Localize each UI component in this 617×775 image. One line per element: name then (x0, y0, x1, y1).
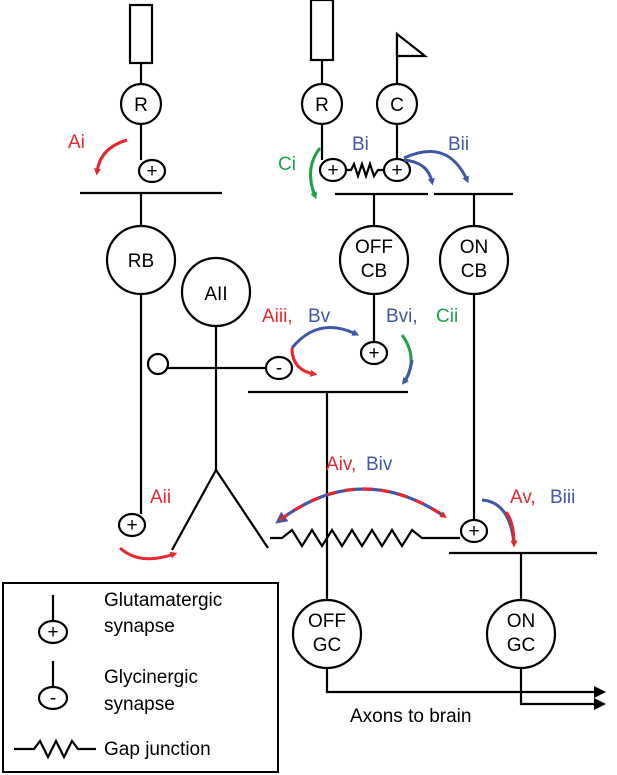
rod-left-label: R (134, 95, 148, 116)
rod-outer-segment (128, 3, 154, 65)
legend-gap-junction-label: Gap junction (104, 739, 211, 760)
on-gc-axon (519, 668, 606, 710)
aii-amacrine: AII - (146, 256, 294, 551)
label-ai: Ai (68, 132, 85, 153)
label-bii: Bii (448, 134, 469, 155)
arrow-aiii (290, 347, 318, 377)
on-cb-label-1: ON (460, 237, 489, 258)
synapse-sign: + (146, 161, 157, 182)
label-biv: Biv (366, 454, 393, 475)
off-cb-label-2: CB (361, 261, 387, 282)
arrow-av (504, 511, 518, 548)
label-bvi: Bvi, (386, 306, 418, 327)
legend-glutamatergic-line1: Glutamatergic (104, 590, 222, 611)
arrow-aiv-biv (275, 487, 447, 524)
glutamatergic-synapse (137, 158, 167, 184)
glycinergic-synapse (264, 355, 294, 381)
synapse-sign: + (327, 160, 338, 181)
label-aiii: Aiii, (262, 306, 293, 327)
axons-label: Axons to brain (350, 706, 471, 727)
rod-left: R + (119, 3, 167, 184)
legend-glycinergic-line1: Glycinergic (104, 667, 198, 688)
label-av: Av, (510, 487, 536, 508)
glutamatergic-synapse (459, 518, 489, 544)
arrow-bii (403, 150, 469, 184)
label-bv: Bv (308, 306, 331, 327)
arrow-aii (118, 546, 178, 561)
synapse-sign: + (468, 521, 479, 542)
label-ci: Ci (278, 154, 296, 175)
synapse-sign: + (47, 622, 58, 643)
label-bi: Bi (352, 134, 369, 155)
arrow-bvi (401, 359, 414, 385)
gap-junction (270, 527, 460, 549)
legend-glycinergic-line2: synapse (104, 694, 175, 715)
on-cb-label-2: CB (461, 261, 487, 282)
legend-glutamatergic-symbol (37, 619, 69, 645)
on-gc-label-1: ON (507, 611, 536, 632)
label-aii: Aii (150, 487, 171, 508)
arrow-bv (290, 326, 360, 349)
legend: + Glutamatergic synapse - Glycinergic sy… (2, 582, 279, 773)
label-aiv: Aiv, (326, 454, 356, 475)
synapse-sign: + (368, 343, 379, 364)
synapse-sign: + (391, 160, 402, 181)
arrow-ci (309, 147, 322, 200)
off-gc-label-1: OFF (308, 611, 346, 632)
synapse-sign: + (126, 515, 137, 536)
glutamatergic-synapse (359, 340, 389, 366)
on-gc-label-2: GC (507, 635, 536, 656)
gap-junction (346, 160, 384, 180)
label-cii: Cii (436, 306, 458, 327)
glutamatergic-synapse (117, 512, 147, 538)
arrow-aiv-biv-red-dashes (279, 487, 445, 522)
cone: C + (375, 31, 429, 183)
rod-bipolar-label: RB (128, 251, 154, 272)
label-biii: Biii (550, 487, 575, 508)
aii-lobular-tip (146, 352, 170, 376)
legend-gap-junction-symbol (14, 738, 96, 760)
cone-label: C (390, 95, 404, 116)
off-gc-label-2: GC (313, 635, 342, 656)
rod-outer-segment (309, 0, 335, 62)
arrow-bi (403, 158, 435, 186)
rod-mid: R + (300, 0, 348, 183)
rod-mid-label: R (315, 95, 329, 116)
legend-glutamatergic-line2: synapse (104, 616, 175, 637)
legend-box (2, 582, 279, 773)
arrow-ai (93, 138, 128, 176)
synapse-sign: - (276, 358, 282, 379)
synapse-sign: - (50, 688, 56, 709)
legend-glycinergic-symbol (37, 685, 69, 711)
cone-outer-segment (395, 31, 429, 58)
aii-label: AII (204, 284, 227, 305)
off-gc-axon (325, 668, 606, 698)
off-cb-label-1: OFF (355, 237, 393, 258)
